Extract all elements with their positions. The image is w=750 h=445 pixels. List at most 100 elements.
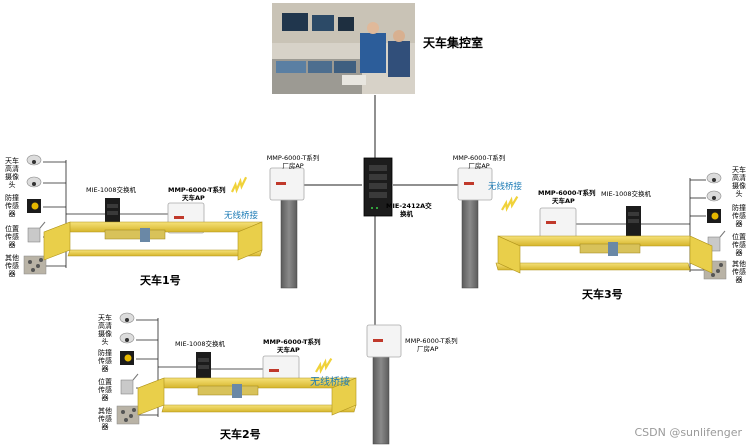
crane2-position-icon — [120, 373, 139, 395]
crane2-camera-label: 天车 高清 摄像 头 — [96, 314, 114, 346]
crane3-position-label: 位置 传感 器 — [730, 233, 748, 257]
core-switch-label-line2: 换机 — [400, 210, 413, 218]
crane2-camera-label-l4: 头 — [101, 338, 109, 346]
core-switch-label: MIE-2412A交 换机 — [386, 202, 446, 218]
crane1-position-icon — [27, 221, 46, 243]
crane1-ap-line2: 天车AP — [182, 194, 205, 202]
crane2-ac-l2: 传感 — [98, 357, 112, 365]
crane-2 — [116, 312, 357, 425]
crane2-ac-l3: 器 — [101, 365, 109, 373]
crane2-other-label: 其他 传感 器 — [96, 407, 114, 431]
crane1-ac-l1: 防撞 — [5, 194, 19, 202]
crane3-pos-l3: 器 — [735, 249, 743, 257]
pole-right — [461, 197, 479, 289]
crane2-ac-l1: 防撞 — [98, 349, 112, 357]
wireless-bridge-label-1: 无线桥接 — [224, 211, 259, 221]
crane2-position-label: 位置 传感 器 — [96, 378, 114, 402]
factory-ap-bottom-label: MMP-6000-T系列 厂房AP — [405, 337, 475, 353]
crane3-anticollision-icon — [707, 209, 721, 223]
crane2-oth-l3: 器 — [101, 423, 109, 431]
crane3-oth-l3: 器 — [735, 276, 743, 284]
factory-ap-right — [457, 167, 493, 201]
crane1-camera-label-l2: 高清 — [5, 165, 19, 173]
crane3-switch — [626, 206, 641, 238]
crane3-ac-l2: 传感 — [732, 212, 746, 220]
crane1-anticollision-label: 防撞 传感 器 — [3, 194, 21, 218]
crane3-ap-line2: 天车AP — [552, 197, 575, 205]
factory-ap-right-line2: 厂房AP — [468, 162, 490, 170]
crane1-end-left — [43, 221, 71, 261]
crane2-ap-label: MMP-6000-T系列 天车AP — [263, 338, 321, 354]
control-room-photo — [272, 3, 415, 94]
crane3-pos-l1: 位置 — [732, 233, 746, 241]
wireless-bridge-label-3: 无线桥接 — [310, 377, 350, 388]
crane1-camera-2-icon — [26, 176, 42, 188]
crane3-ap-label: MMP-6000-T系列 天车AP — [538, 189, 596, 205]
control-room-label: 天车集控室 — [423, 36, 484, 50]
core-switch — [363, 157, 393, 217]
crane1-camera-1-icon — [26, 154, 42, 166]
factory-ap-left-line2: 厂房AP — [282, 162, 304, 170]
crane3-ac-l3: 器 — [735, 220, 743, 228]
crane3-camera-label-l1: 天车 — [732, 166, 746, 174]
crane2-oth-l2: 传感 — [98, 415, 112, 423]
crane2-switch — [196, 352, 211, 384]
crane3-ap — [539, 207, 577, 239]
crane1-camera-label: 天车 高清 摄像 头 — [3, 157, 21, 189]
crane1-camera-label-l1: 天车 — [5, 157, 19, 165]
crane3-anticollision-label: 防撞 传感 器 — [730, 204, 748, 228]
crane3-ap-line1: MMP-6000-T系列 — [538, 189, 596, 197]
factory-ap-left-label: MMP-6000-T系列 厂房AP — [258, 154, 328, 170]
factory-ap-bottom — [366, 324, 402, 358]
watermark: CSDN @sunlifenger — [634, 426, 742, 439]
crane1-oth-l1: 其他 — [5, 254, 19, 262]
crane1-switch-label: MIE-1008交换机 — [86, 186, 137, 194]
crane3-ac-l1: 防撞 — [732, 204, 746, 212]
crane2-switch-label: MIE-1008交换机 — [175, 340, 226, 348]
factory-ap-bottom-line2: 厂房AP — [417, 345, 439, 353]
crane2-camera-1-icon — [119, 312, 135, 324]
crane1-ac-l3: 器 — [8, 210, 16, 218]
wireless-bridge-label-2: 无线桥接 — [488, 182, 523, 192]
factory-ap-right-line1: MMP-6000-T系列 — [452, 154, 506, 162]
crane2-pos-l3: 器 — [101, 394, 109, 402]
crane3-switch-label: MIE-1008交换机 — [601, 190, 652, 198]
crane3-other-label: 其他 传感 器 — [730, 260, 748, 284]
crane1-oth-l2: 传感 — [5, 262, 19, 270]
crane-3 — [495, 172, 727, 280]
pole-left — [280, 197, 298, 289]
crane1-pos-l3: 器 — [8, 241, 16, 249]
pole-bottom — [372, 355, 390, 445]
crane3-pos-l2: 传感 — [732, 241, 746, 249]
crane1-pos-l2: 传感 — [5, 233, 19, 241]
crane1-ap-label: MMP-6000-T系列 天车AP — [168, 186, 226, 202]
crane2-ap-line1: MMP-6000-T系列 — [263, 338, 321, 346]
crane3-oth-l2: 传感 — [732, 268, 746, 276]
crane1-beam-bottom — [67, 249, 263, 257]
wireless-icon-right — [501, 195, 519, 212]
core-switch-label-line1: MIE-2412A交 — [386, 202, 432, 210]
crane3-camera-1-icon — [706, 172, 722, 184]
crane2-camera-2-icon — [119, 332, 135, 344]
crane1-end-right — [237, 221, 263, 261]
crane3-name: 天车3号 — [582, 288, 623, 301]
factory-ap-right-label: MMP-6000-T系列 厂房AP — [444, 154, 514, 170]
factory-ap-left — [269, 167, 305, 201]
crane1-oth-l3: 器 — [8, 270, 16, 278]
factory-ap-bottom-line1: MMP-6000-T系列 — [405, 337, 458, 345]
crane-1 — [23, 154, 263, 275]
factory-ap-left-line1: MMP-6000-T系列 — [266, 154, 320, 162]
crane2-oth-l1: 其他 — [98, 407, 112, 415]
crane1-ap-line1: MMP-6000-T系列 — [168, 186, 226, 194]
crane1-ac-l2: 传感 — [5, 202, 19, 210]
crane3-oth-l1: 其他 — [732, 260, 746, 268]
crane2-pos-l2: 传感 — [98, 386, 112, 394]
crane1-other-label: 其他 传感 器 — [3, 254, 21, 278]
crane2-pos-l1: 位置 — [98, 378, 112, 386]
crane2-camera-label-l3: 摄像 — [98, 330, 112, 338]
crane1-position-label: 位置 传感 器 — [3, 225, 21, 249]
crane2-ap-line2: 天车AP — [277, 346, 300, 354]
crane1-anticollision-icon — [27, 199, 41, 213]
crane1-pos-l1: 位置 — [5, 225, 19, 233]
